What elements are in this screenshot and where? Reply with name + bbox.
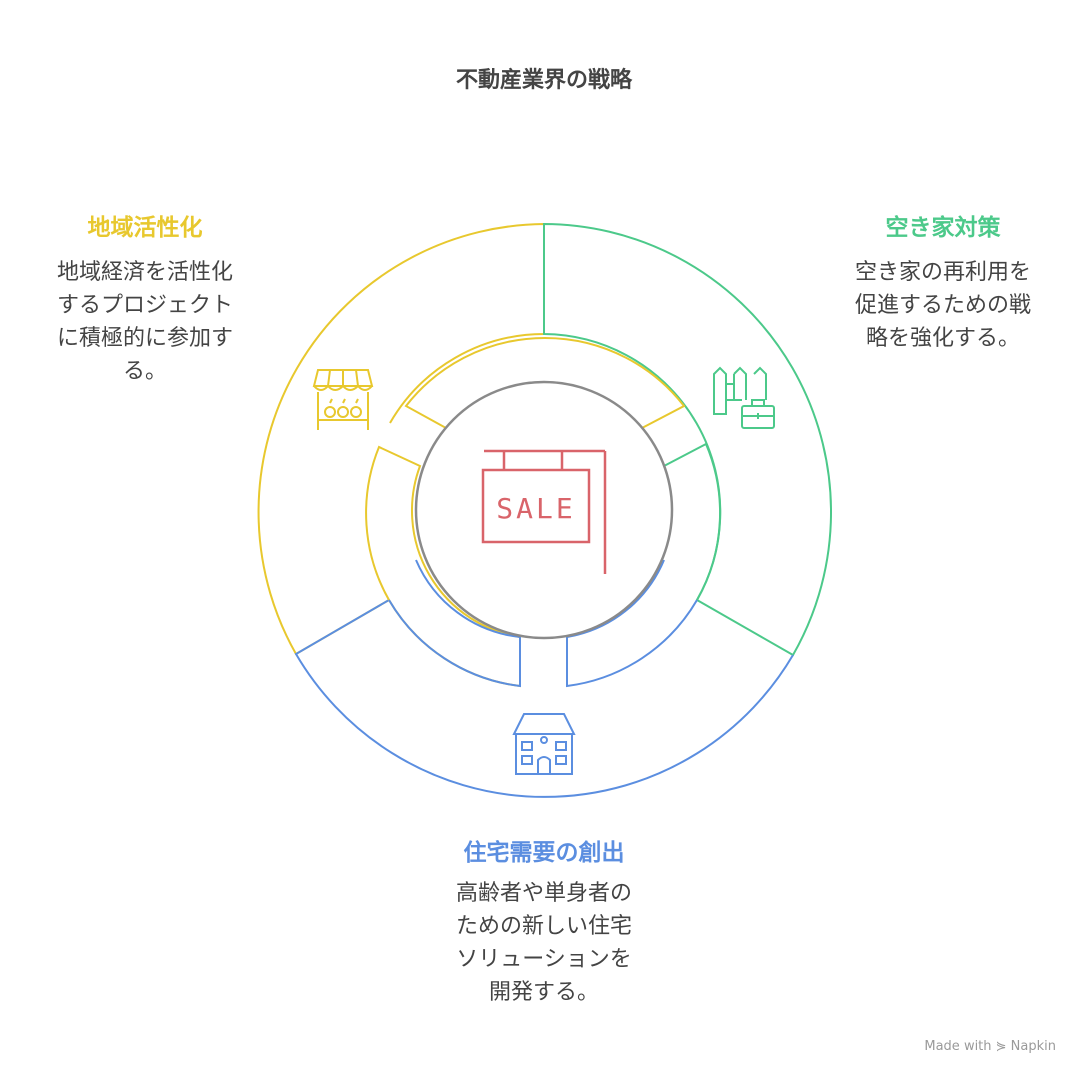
outer-segment-housing [294, 599, 794, 798]
inner-segment-housing-right [566, 559, 698, 688]
segment-desc-regional: 地域経済を活性化 するプロジェクト に積極的に参加す る。 [30, 256, 260, 388]
segment-heading-vacant: 空き家対策 [885, 215, 1001, 241]
market-stall-icon [312, 369, 374, 430]
segment-desc-housing: 高齢者や単身者の ための新しい住宅 ソリューションを 開発する。 [429, 877, 659, 1009]
segment-heading-regional: 地域活性化 [87, 215, 203, 241]
desc-line: 略を強化する。 [865, 326, 1020, 351]
sale-sign-text: SALE [496, 492, 575, 525]
desc-line: ソリューションを [456, 947, 632, 972]
desc-line: に積極的に参加す [56, 326, 233, 351]
house-icon [512, 713, 576, 775]
inner-segment-vacant [663, 442, 721, 601]
desc-line: 開発する。 [488, 980, 599, 1005]
desc-line: る。 [122, 359, 167, 384]
sale-sign-icon [481, 449, 607, 574]
desc-line: ための新しい住宅 [455, 914, 632, 939]
napkin-watermark: Made with ⋟ Napkin [924, 1039, 1056, 1054]
center-circle [414, 380, 674, 640]
desc-line: 空き家の再利用を [854, 260, 1031, 285]
desc-line: するプロジェクト [56, 293, 233, 318]
outer-segment-regional [257, 222, 545, 656]
diagram-title: 不動産業界の戦略 [455, 68, 632, 93]
outer-segment-vacant [543, 222, 832, 657]
desc-line: 高齢者や単身者の [455, 881, 632, 906]
desc-line: 促進するための戦 [854, 293, 1031, 318]
fence-toolbox-icon [713, 366, 775, 429]
desc-line: 地域経済を活性化 [56, 260, 233, 285]
segment-desc-vacant: 空き家の再利用を 促進するための戦 略を強化する。 [828, 256, 1058, 355]
inner-segment-housing-left [388, 559, 521, 688]
segment-heading-housing: 住宅需要の創出 [463, 840, 625, 866]
